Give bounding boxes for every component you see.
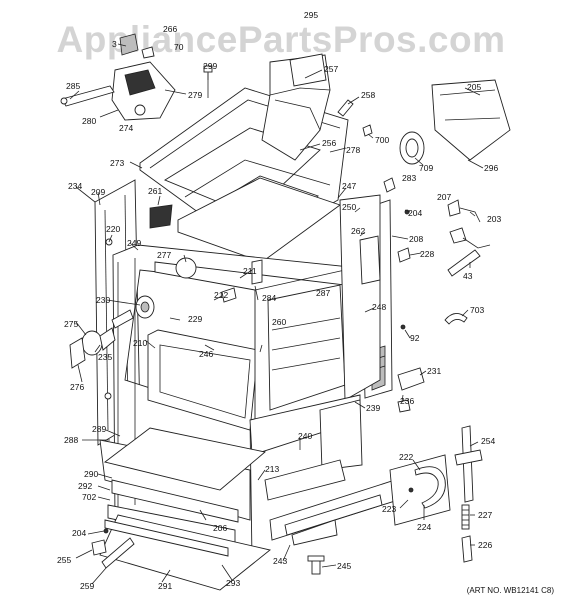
callout-285: 285	[66, 81, 80, 91]
callout-256: 256	[322, 138, 336, 148]
callout-labels: 295 266 3 70 299 257 285 279 280 274 258…	[57, 10, 501, 591]
callout-279: 279	[188, 90, 202, 100]
callout-290: 290	[84, 469, 98, 479]
callout-262: 262	[351, 226, 365, 236]
callout-248: 248	[372, 302, 386, 312]
callout-239: 239	[366, 403, 380, 413]
callout-245: 245	[337, 561, 351, 571]
callout-299: 299	[203, 61, 217, 71]
callout-228: 228	[420, 249, 434, 259]
art-number: (ART NO. WB12141 C8)	[467, 586, 555, 595]
callout-287: 287	[316, 288, 330, 298]
callout-92: 92	[410, 333, 420, 343]
callout-255: 255	[57, 555, 71, 565]
callout-211: 211	[243, 266, 257, 276]
callout-249: 249	[127, 238, 141, 248]
callout-227: 227	[478, 510, 492, 520]
callout-289: 289	[92, 424, 106, 434]
callout-259: 259	[80, 581, 94, 591]
callout-230: 230	[96, 295, 110, 305]
callout-273: 273	[110, 158, 124, 168]
callout-284: 284	[262, 293, 276, 303]
callout-277: 277	[157, 250, 171, 260]
callout-296: 296	[484, 163, 498, 173]
callout-246: 246	[199, 349, 213, 359]
callout-43: 43	[463, 271, 473, 281]
callout-261: 261	[148, 186, 162, 196]
callout-207: 207	[437, 192, 451, 202]
callout-235: 235	[98, 352, 112, 362]
callout-278: 278	[346, 145, 360, 155]
callout-212: 212	[214, 290, 228, 300]
callout-283: 283	[402, 173, 416, 183]
callout-231: 231	[427, 366, 441, 376]
callout-254: 254	[481, 436, 495, 446]
callout-229: 229	[188, 314, 202, 324]
callout-205: 205	[467, 82, 481, 92]
callout-234: 234	[68, 181, 82, 191]
callout-226: 226	[478, 540, 492, 550]
callout-274: 274	[119, 123, 133, 133]
callout-236: 236	[400, 396, 414, 406]
callout-275: 275	[64, 319, 78, 329]
callout-247: 247	[342, 181, 356, 191]
callout-295: 295	[304, 10, 318, 20]
callout-223: 223	[382, 504, 396, 514]
callout-293: 293	[226, 578, 240, 588]
callout-702: 702	[82, 492, 96, 502]
callout-266: 266	[163, 24, 177, 34]
callout-292: 292	[78, 481, 92, 491]
callout-206: 206	[213, 523, 227, 533]
callout-209: 209	[91, 187, 105, 197]
callout-243: 243	[273, 556, 287, 566]
callout-291: 291	[158, 581, 172, 591]
callout-213: 213	[265, 464, 279, 474]
callout-288: 288	[64, 435, 78, 445]
callout-224: 224	[417, 522, 431, 532]
callout-208: 208	[409, 234, 423, 244]
callout-240: 240	[298, 431, 312, 441]
callout-257: 257	[324, 64, 338, 74]
callout-220: 220	[106, 224, 120, 234]
callout-260: 260	[272, 317, 286, 327]
callout-280: 280	[82, 116, 96, 126]
callout-203: 203	[487, 214, 501, 224]
callout-703: 703	[470, 305, 484, 315]
leader-lines	[69, 43, 484, 585]
callout-709: 709	[419, 163, 433, 173]
callout-70: 70	[174, 42, 184, 52]
callout-250: 250	[342, 202, 356, 212]
callout-204a: 204	[408, 208, 422, 218]
callout-700: 700	[375, 135, 389, 145]
callout-204b: 204	[72, 528, 86, 538]
range-body-drawing	[60, 33, 511, 591]
callout-210: 210	[133, 338, 147, 348]
callout-3: 3	[112, 39, 117, 49]
callout-258: 258	[361, 90, 375, 100]
callout-276: 276	[70, 382, 84, 392]
callout-222: 222	[399, 452, 413, 462]
